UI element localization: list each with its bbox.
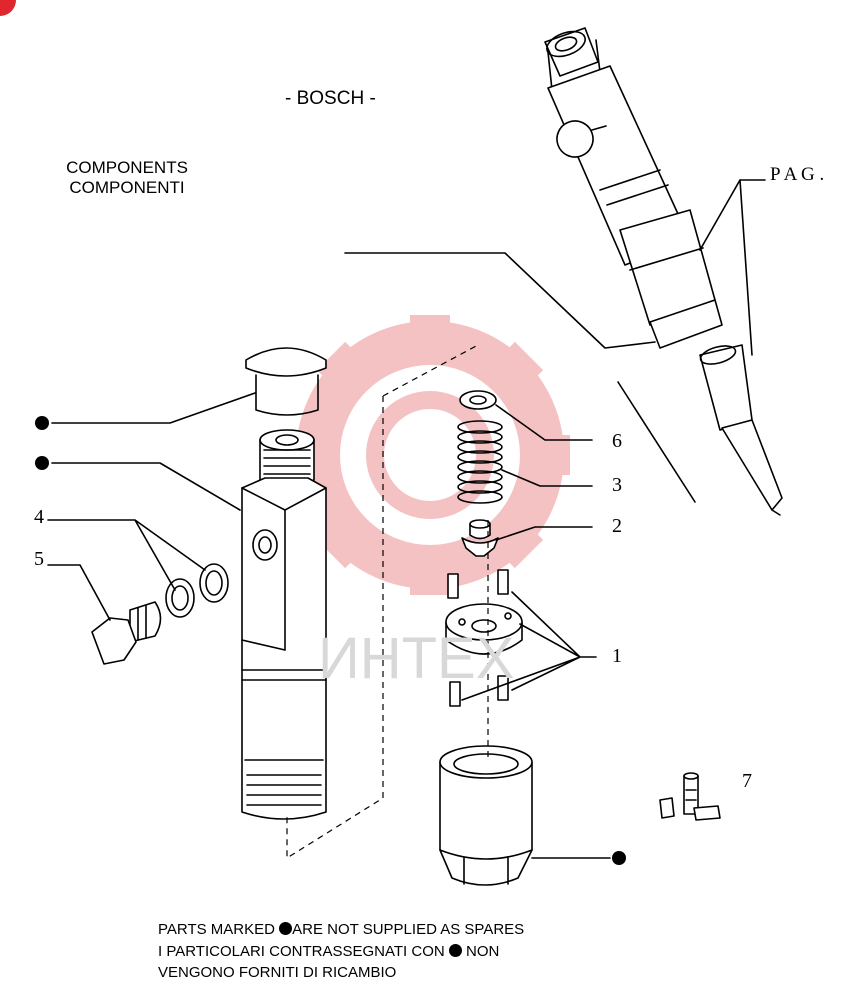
leader-3	[501, 469, 593, 487]
filled-dot-icon	[448, 944, 462, 957]
drawing-title: - BOSCH -	[285, 88, 376, 109]
note-line-3: VENGONO FORNITI DI RICAMBIO	[158, 964, 397, 981]
watermark-text: ИНТЕХ	[318, 626, 514, 691]
callout-3: 3	[612, 474, 622, 496]
intermediate-disc	[445, 603, 523, 655]
dowel-pins	[447, 569, 509, 707]
components-label-it: COMPONENTI	[69, 178, 185, 197]
callout-5: 5	[34, 548, 44, 570]
banjo-bolt	[91, 601, 162, 665]
leader-6	[495, 404, 593, 441]
callout-2: 2	[612, 515, 622, 537]
filled-dot-icon	[279, 922, 293, 935]
page-ref-leader	[699, 179, 766, 251]
assembly-leader	[344, 252, 656, 349]
assembled-injector	[544, 27, 783, 516]
components-label-en: COMPONENTS	[66, 158, 188, 177]
shim-washer	[459, 390, 497, 410]
leader-body	[51, 462, 241, 511]
callout-4: 4	[34, 506, 44, 528]
injector-body	[241, 429, 327, 820]
callout-1: 1	[612, 645, 622, 667]
leader-1	[461, 591, 597, 701]
not-supplied-dot-nut	[612, 851, 626, 865]
assembly-leader-2	[617, 381, 696, 503]
not-supplied-dot-body	[35, 456, 49, 470]
watermark-gear-icon	[290, 315, 570, 595]
leader-cap	[51, 392, 256, 424]
note-line-2-start: I PARTICOLARI CONTRASSEGNATI CON	[158, 943, 449, 960]
spring-part	[457, 420, 503, 504]
seal-kit	[659, 772, 721, 821]
washer-pair	[165, 563, 229, 618]
nozzle-nut	[439, 745, 533, 886]
cap-part	[245, 347, 327, 416]
leader-2	[495, 526, 593, 541]
note-line-1: PARTS MARKED ARE NOT SUPPLIED AS SPARES	[158, 920, 524, 940]
callout-6: 6	[612, 430, 622, 452]
note-line-2: I PARTICOLARI CONTRASSEGNATI CON NON	[158, 942, 499, 962]
corner-mark-icon	[0, 0, 16, 16]
pressure-pin	[461, 519, 499, 557]
note-line-1-end: ARE NOT SUPPLIED AS SPARES	[292, 921, 525, 938]
page-ref-leader-2	[739, 179, 753, 356]
callout-7: 7	[742, 770, 752, 792]
leader-5	[47, 564, 111, 621]
leader-4	[47, 519, 206, 591]
assembly-axis	[286, 344, 489, 860]
page-reference: P A G .	[770, 164, 825, 185]
note-line-2-end: NON	[461, 943, 500, 960]
not-supplied-dot-cap	[35, 416, 49, 430]
note-line-1-start: PARTS MARKED	[158, 921, 280, 938]
